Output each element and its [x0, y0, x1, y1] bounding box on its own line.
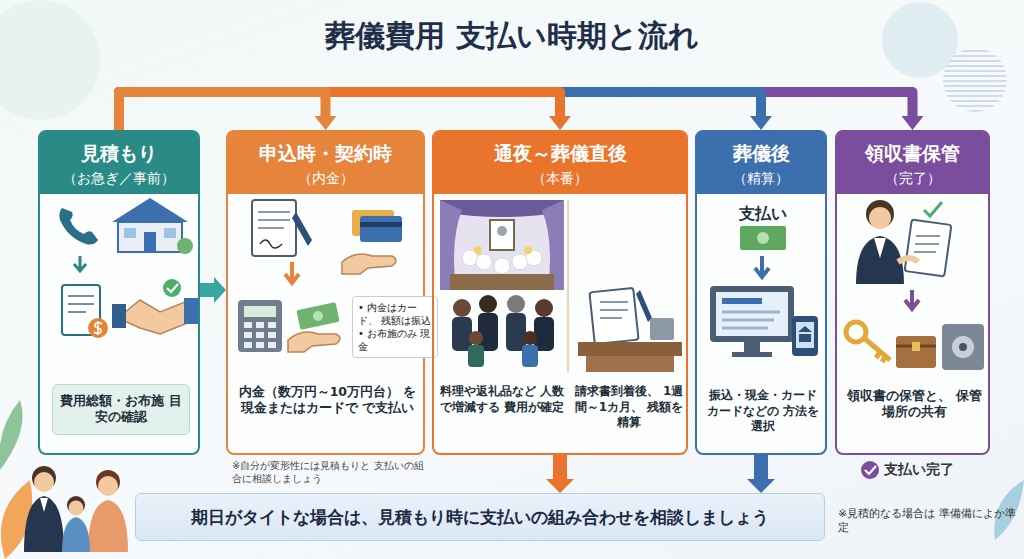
desk-icon: [578, 288, 682, 372]
flow-arrow: [119, 92, 337, 130]
check-badge: [861, 461, 879, 479]
status-label: 支払い完了: [884, 460, 984, 478]
arrow-line: [200, 283, 214, 297]
body-text: 内金（数万円～10万円台） を現金またはカードで で支払い: [236, 384, 419, 417]
step-subheading: （本番）: [434, 169, 686, 187]
storage-icons: [846, 322, 984, 370]
step-panel: 申込時・契約時 （内金） 内金（数万円～10万円台） を現金またはカードで で支払い…: [226, 130, 425, 455]
flow-arrow: [119, 92, 571, 130]
step-panel: 通夜～葬儀直後 （本番） 料理や返礼品など 人数で増減する 費用が確定請求書到着後、…: [432, 130, 688, 455]
body-text: 領収書の保管と、 保管場所の共有: [843, 388, 986, 421]
body-text: 費用総額・お布施 目安の確認: [59, 393, 183, 426]
small-arrow: [74, 256, 86, 271]
arrow-head: [902, 116, 924, 130]
monitor-icon: [710, 286, 818, 357]
step-subheading: （精算）: [697, 169, 825, 187]
arrow-head: [546, 479, 574, 493]
step-panel: 見積もり （お急ぎ／事前） 費用総額・お布施 目安の確認: [38, 130, 200, 455]
flow-arrow: [200, 277, 226, 303]
invoice-icon: [62, 285, 108, 338]
arrow-line: [119, 92, 326, 130]
arrow-head: [549, 116, 571, 130]
small-arrow: [905, 290, 919, 309]
arrow-line: [119, 92, 913, 130]
step-heading: 領収書保管: [837, 141, 988, 166]
arrow-line: [119, 92, 560, 130]
altar-scene: [440, 200, 568, 372]
step-heading: 見積もり: [40, 141, 198, 166]
body-text: 振込・現金・カード カードなどの 方法を選択: [703, 388, 823, 435]
house-icon: [112, 198, 193, 254]
card-icon: [352, 210, 402, 242]
small-arrow: [755, 256, 769, 277]
footnote: ※自分が変形性には見積もりと 支払いの組合に相談しましょう: [232, 459, 428, 485]
banner-text: 期日がタイトな場合は、見積もり時に支払いの組み合わせを相談しましょう: [146, 506, 814, 528]
pay-heading: 支払い: [697, 204, 829, 225]
panel-fills: [38, 130, 990, 455]
flow-arrow: [546, 455, 574, 493]
step-panel: 葬儀後 （精算） 支払い振込・現金・カード カードなどの 方法を選択: [695, 130, 827, 455]
hand-icon: [342, 254, 396, 274]
step-heading: 申込時・契約時: [228, 141, 423, 166]
info-box: 費用総額・お布施 目安の確認: [52, 384, 190, 435]
deco-circle: [0, 0, 100, 120]
arrow-head: [214, 277, 226, 303]
callout-text: • お布施のみ 現金: [358, 327, 432, 353]
handshake-icon: [112, 279, 198, 334]
step-subheading: （完了）: [837, 169, 988, 187]
family-illustration: [24, 466, 128, 552]
flow-arrow: [119, 92, 772, 130]
small-arrow: [285, 262, 299, 283]
step-subheading: （内金）: [228, 169, 423, 187]
flow-arrow: [747, 455, 775, 493]
arrow-line: [754, 455, 768, 479]
arrow-head: [750, 116, 772, 130]
calculator-icon: [238, 300, 282, 352]
body-text: 請求書到着後、 1週間～1カ月、 残額を精算: [570, 384, 688, 431]
arrow-line: [553, 455, 567, 479]
flow-arrow: [119, 92, 924, 130]
phone-icon: [59, 208, 98, 245]
callout-box: • 内金はカード、 残額は振込• お布施のみ 現金: [352, 296, 438, 358]
arrow-head: [315, 116, 337, 130]
step-heading: 通夜～葬儀直後: [434, 141, 686, 166]
diagram-title: 葬儀費用 支払い時期と流れ: [0, 16, 1024, 55]
step-panel: 領収書保管 （完了） 領収書の保管と、 保管場所の共有: [835, 130, 990, 455]
deco-circle: [943, 48, 1007, 112]
body-text: 料理や返礼品など 人数で増減する 費用が確定: [438, 384, 566, 415]
advice-banner: 期日がタイトな場合は、見積もり時に支払いの組み合わせを相談しましょう: [135, 493, 825, 541]
callout-text: • 内金はカード、 残額は振込: [358, 301, 432, 327]
step-heading: 葬儀後: [697, 141, 825, 166]
person-icon: [856, 200, 951, 284]
arrow-line: [119, 92, 761, 130]
arrow-head: [747, 479, 775, 493]
step-subheading: （お急ぎ／事前）: [40, 169, 198, 187]
money-icon: [740, 226, 786, 250]
contract-icon: [252, 200, 312, 256]
money-hand-icon: [288, 302, 340, 352]
footnote: ※見積的なる場合は 準備備によか準定: [838, 507, 1018, 536]
